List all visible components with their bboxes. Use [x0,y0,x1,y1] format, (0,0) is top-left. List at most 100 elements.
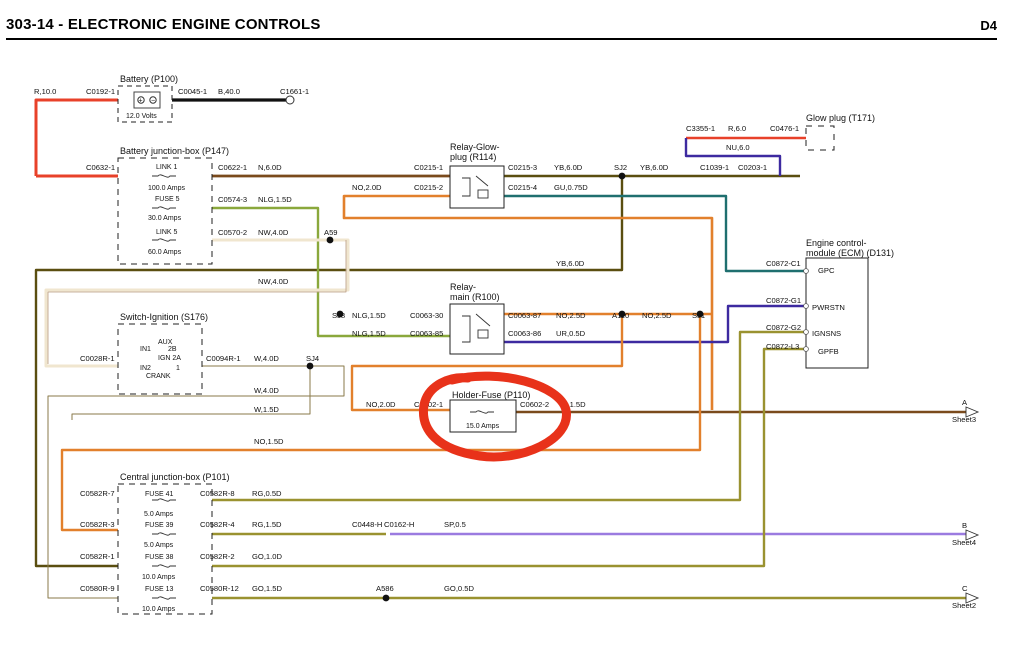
wire-label: N,6.0D [258,163,282,172]
ecm-title: module (ECM) (D131) [806,248,894,258]
wire-label: NO,2.0D [366,400,396,409]
wire-label: NLG,1.5D [352,311,386,320]
wire-no20-fuse [350,314,624,412]
wire-label: GO,1.5D [252,584,282,593]
splice-label: A59 [324,228,338,237]
connector-label: C0872-L3 [766,342,799,351]
page-title: 303-14 - ELECTRONIC ENGINE CONTROLS [6,16,321,33]
wire-ur05 [504,304,806,344]
fuse-rating: 60.0 Amps [148,249,182,256]
glow-relay-title: Relay-Glow- [450,142,500,152]
bjb-title: Battery junction-box (P147) [120,146,229,156]
connector-label: C0063-87 [508,311,541,320]
connector-label: C0872-C1 [766,259,801,268]
bjb-fuse-symbol [152,238,176,242]
ignition-aux-label: AUX [158,339,173,346]
fuse-name: FUSE 41 [145,491,174,498]
battery-junction-box [117,157,213,265]
ecm-pin: PWRSTN [812,303,845,312]
wire-label: NO,2.5D [642,311,672,320]
cjb-fuse-symbol [152,498,176,502]
svg-text:−: − [151,98,155,105]
ecm-box [805,257,869,369]
wire-rg05 [212,330,806,502]
fuse-rating: 30.0 Amps [148,215,182,222]
fuse-name: FUSE 38 [145,554,174,561]
page-number: D4 [980,18,997,33]
wire-label: UR,0.5D [556,329,586,338]
connector-label: C0045-1 [178,87,207,96]
connector-label: C0582R-7 [80,489,115,498]
splice-label: SJ1 [692,311,705,320]
fuse-rating: 5.0 Amps [144,542,174,549]
connector-label: C0063-85 [410,329,443,338]
wire-yb6-branch [34,176,624,568]
glow-plug-title: Glow plug (T171) [806,113,875,123]
wire-label: NLG,1.5D [258,195,292,204]
wire-label: NO,2.0D [352,183,382,192]
fuse-holder-box [449,399,517,433]
wire-label: N,1.5D [562,400,586,409]
main-relay-title: Relay- [450,282,476,292]
bjb-fuse-symbol [152,206,176,210]
fuse-holder-title: Holder-Fuse (P110) [452,390,530,400]
wire-nlg15 [212,206,450,338]
offsheet-letter: B [962,521,967,530]
wire-nw40 [44,238,350,368]
cjb-title: Central junction-box (P101) [120,472,230,482]
connector-label: C0215-4 [508,183,537,192]
fuse-name: FUSE 13 [145,586,174,593]
cjb-fuse-symbol [152,596,176,600]
wire-nw40-edge [47,240,347,364]
header-rule [6,38,997,40]
splice-label: SJ8 [332,311,345,320]
connector-label: C0203-1 [738,163,767,172]
wire-label: NO,1.5D [254,437,284,446]
wire-label: NW,4.0D [258,228,289,237]
connector-label: C0582R-2 [200,552,235,561]
offsheet-sheet: Sheet3 [952,415,976,424]
wire-label: GO,1.0D [252,552,282,561]
central-junction-box [117,483,213,615]
ecm-pin: GPC [818,266,835,275]
wire-label: YB,6.0D [554,163,583,172]
wire-label: RG,0.5D [252,489,282,498]
connector-label: C0872-G2 [766,323,801,332]
wire-label: W,1.5D [254,405,279,414]
glow-plug-box [805,125,835,151]
fuse-name: FUSE 39 [145,522,174,529]
annotation-circle [418,371,571,462]
connector-label: C0215-1 [414,163,443,172]
connector-label: C0570-2 [218,228,247,237]
wire-no20 [342,194,714,410]
wire-label: R,10.0 [34,87,56,96]
wire-label: NU,6.0 [726,143,750,152]
wire-go10 [212,347,806,568]
wire-w15 [71,366,311,420]
connector-label: C0063-86 [508,329,541,338]
fuse-rating: 100.0 Amps [148,185,185,192]
ignition-1-label: 1 [176,365,180,372]
connector-label: C0580R-12 [200,584,239,593]
battery-rating: 12.0 Volts [126,113,157,120]
wire-label: R,6.0 [728,124,746,133]
fuse-name: LINK 1 [156,164,178,171]
splice-label: SJ2 [614,163,627,172]
wire-no15 [60,314,702,532]
ignition-in1-label: IN1 [140,346,151,353]
ignition-ign2a-label: IGN 2A [158,355,181,362]
wire-label: NO,2.5D [556,311,586,320]
main-relay-title: main (R100) [450,292,500,302]
offsheet-letter: C [962,584,968,593]
connector-label: C0632-1 [86,163,115,172]
wire-label: YB,6.0D [640,163,669,172]
connector-label: C0574-3 [218,195,247,204]
main-relay-body [449,303,505,355]
connector-label: C0162-H [384,520,414,529]
holder-fuse-symbol [470,410,494,414]
connector-label: C0582R-4 [200,520,235,529]
connector-label: C3355-1 [686,124,715,133]
connector-label: C0215-3 [508,163,537,172]
